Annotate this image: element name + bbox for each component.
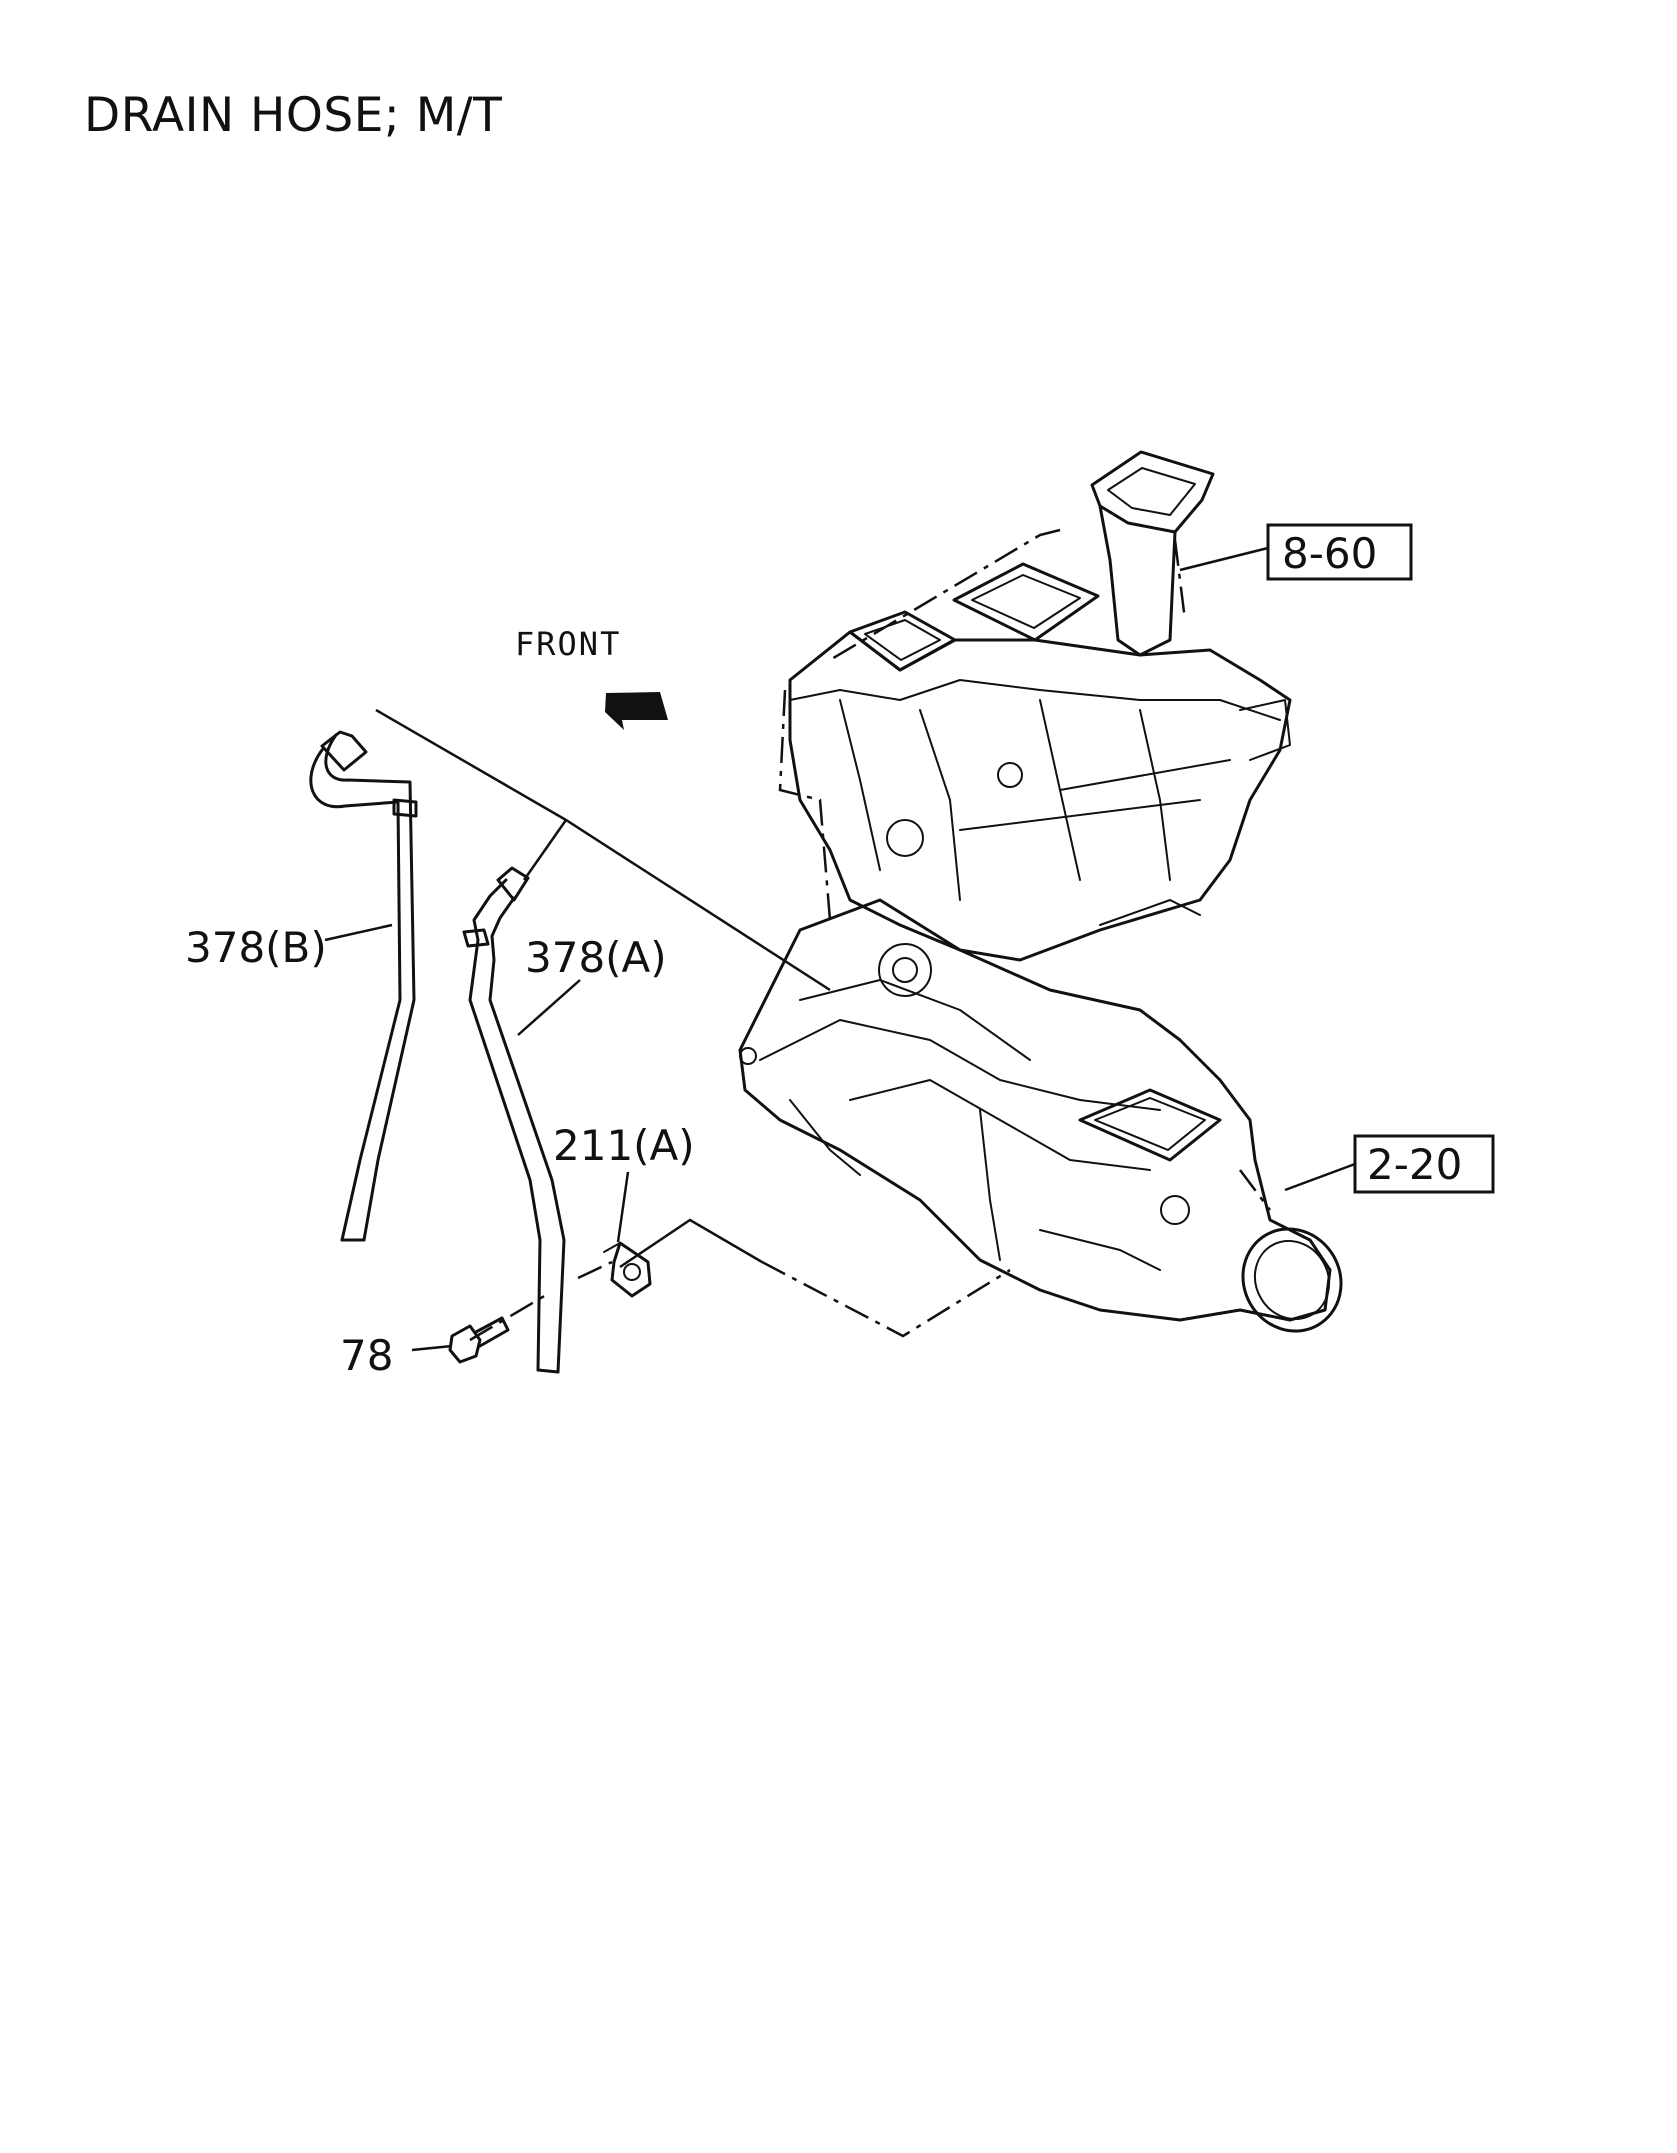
page-title: DRAIN HOSE; M/T	[84, 88, 503, 143]
front-direction-indicator: FRONT	[515, 625, 668, 730]
hose-clip[interactable]	[603, 1241, 652, 1298]
ref-box-8-60[interactable]: 8-60	[1266, 523, 1413, 581]
label-378a: 378(A)	[525, 933, 667, 982]
heater-unit-assembly	[788, 450, 1292, 962]
leader-78	[411, 1344, 453, 1352]
leader-378a	[517, 979, 581, 1036]
front-arrow-icon	[605, 692, 668, 730]
transmission-assembly	[738, 898, 1343, 1333]
label-78: 78	[340, 1331, 393, 1380]
label-211a: 211(A)	[553, 1121, 695, 1170]
label-378b: 378(B)	[185, 923, 327, 972]
ref-2-20-label: 2-20	[1367, 1140, 1462, 1189]
ref-box-2-20[interactable]: 2-20	[1353, 1134, 1495, 1194]
bolt[interactable]	[448, 1316, 510, 1364]
front-label: FRONT	[515, 625, 621, 663]
ref-8-60-label: 8-60	[1282, 529, 1377, 578]
drain-hose-a[interactable]	[462, 866, 566, 1374]
leader-211a	[616, 1171, 630, 1243]
drain-hose-b[interactable]	[309, 730, 418, 1242]
leader-378b	[324, 923, 393, 942]
leader-lines	[375, 528, 1356, 1342]
